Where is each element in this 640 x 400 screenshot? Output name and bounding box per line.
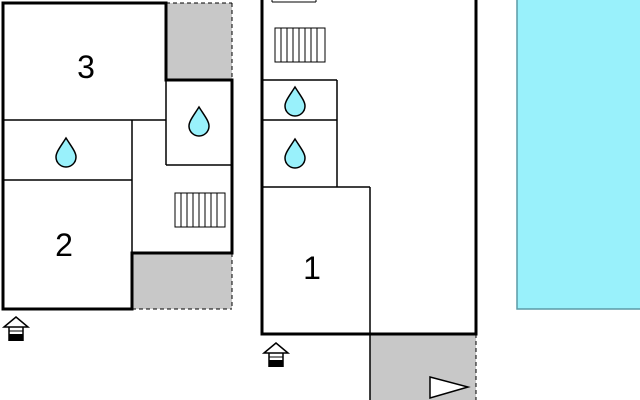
left-building-outer-wall: [1, 1, 234, 311]
north-arrow-icon: [429, 376, 471, 399]
stairs-icon: [274, 27, 326, 63]
room-3-label: 3: [77, 49, 95, 85]
terrace-bottom-right: [132, 253, 233, 310]
water-drop-icon: [188, 106, 210, 137]
terrace-bottom-center: [370, 334, 477, 400]
middle-building-outer-wall: [260, 0, 478, 336]
house-entrance-icon: [3, 316, 29, 342]
room-2-label: 2: [55, 227, 73, 263]
left-building: 3 2: [1, 1, 234, 342]
room-1-label: 1: [303, 250, 321, 286]
water-drop-icon: [284, 86, 306, 117]
terrace-top-right: [166, 2, 233, 80]
middle-building: 1: [260, 0, 478, 400]
water-drop-icon: [284, 138, 306, 169]
house-entrance-icon: [263, 342, 289, 368]
water-drop-icon: [55, 137, 77, 168]
stairs-icon: [174, 192, 226, 228]
swimming-pool: [516, 0, 640, 310]
